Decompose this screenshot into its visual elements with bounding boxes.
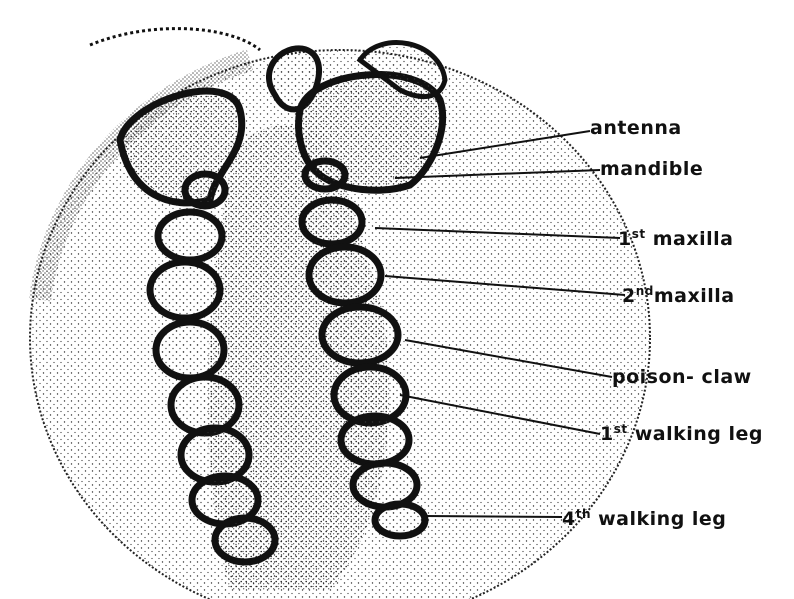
label-poison-claw: poison- claw <box>612 368 752 387</box>
label-antenna: antenna <box>590 119 682 138</box>
label-mandible: mandible <box>600 160 703 179</box>
label-4th-walking-leg: 4th walking leg <box>562 508 726 529</box>
label-1st-maxilla: 1st maxilla <box>618 228 733 249</box>
walking-leg4-leader <box>425 516 562 517</box>
label-1st-walking-leg: 1st walking leg <box>600 423 763 444</box>
label-2nd-maxilla: 2ndmaxilla <box>622 285 735 306</box>
